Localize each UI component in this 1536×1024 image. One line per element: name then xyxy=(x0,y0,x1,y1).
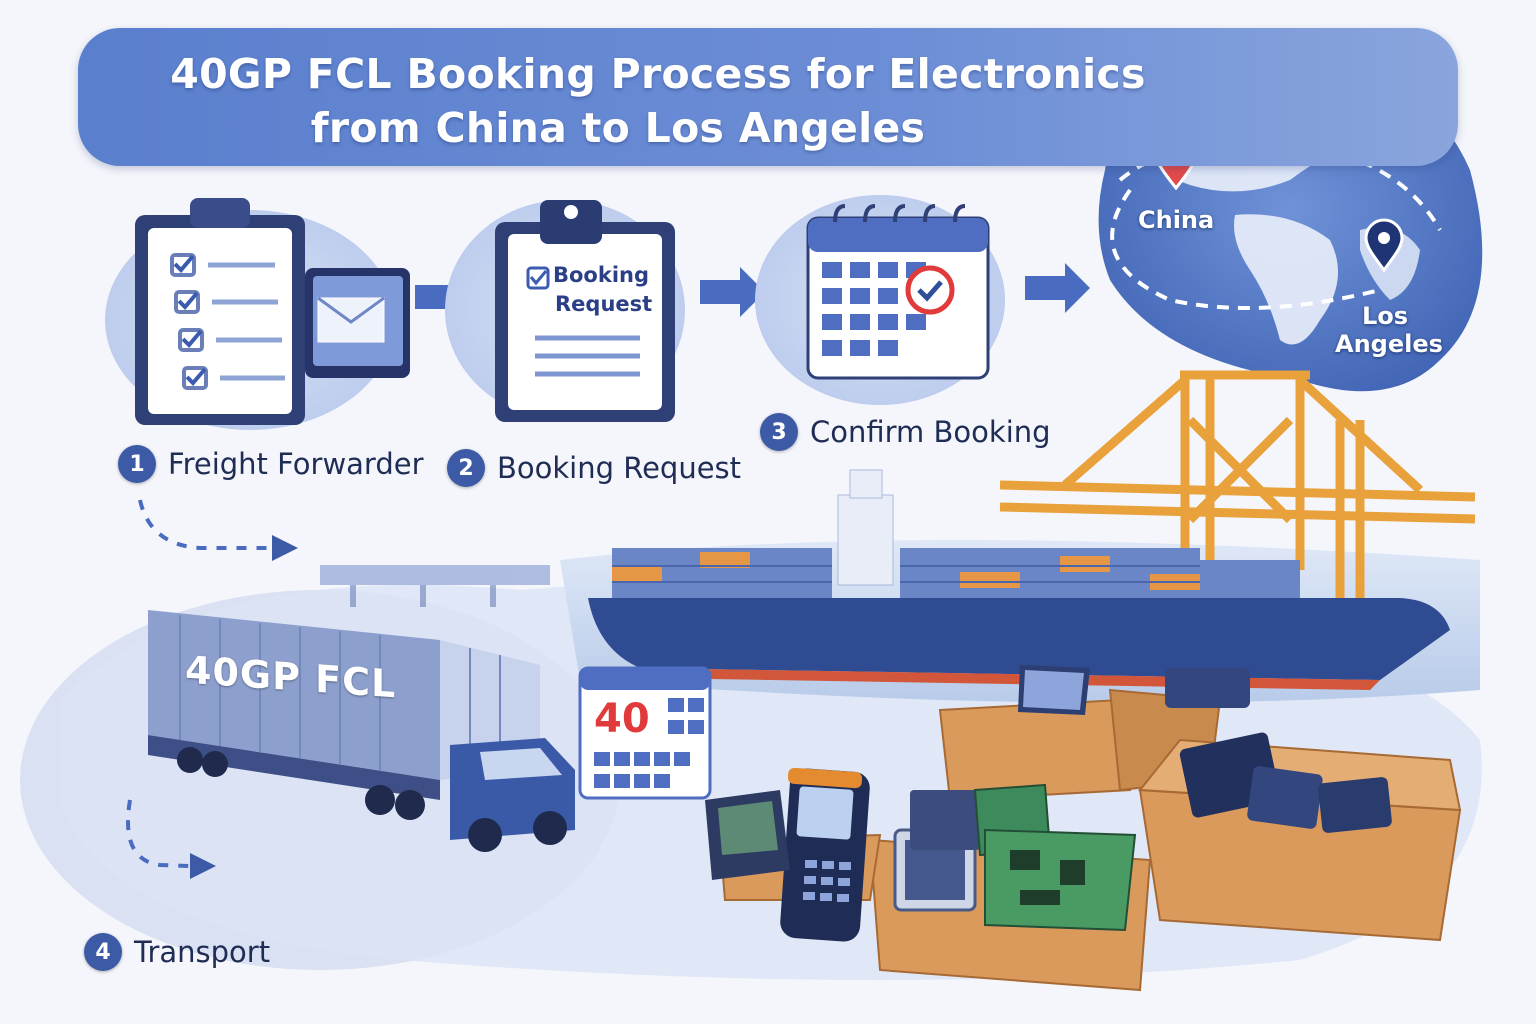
step-label-text: Confirm Booking xyxy=(810,415,1051,449)
step-transport: 4 Transport xyxy=(84,933,270,971)
booking-doc-line-2: Request xyxy=(555,292,653,316)
step-number-badge: 4 xyxy=(84,933,122,971)
title-banner: 40GP FCL Booking Process for Electronics… xyxy=(78,28,1458,166)
booking-doc-line-1: Booking xyxy=(553,263,650,287)
container-truck xyxy=(148,610,575,852)
envelope-monitor-icon xyxy=(305,268,410,378)
map-label-origin: China xyxy=(1138,206,1215,234)
los-angeles-pin-icon xyxy=(1364,218,1404,273)
small-calendar-icon xyxy=(578,666,712,800)
port-crane xyxy=(999,370,1476,600)
step-label-text: Booking Request xyxy=(497,451,742,485)
step-freight-forwarder: 1 Freight Forwarder xyxy=(118,445,424,483)
calendar-number: 40 xyxy=(594,696,650,742)
step-number-badge: 1 xyxy=(118,445,156,483)
step-label-text: Transport xyxy=(134,935,271,969)
dashed-flow-left xyxy=(126,499,298,879)
step-number-badge: 3 xyxy=(760,413,798,451)
electronics-boxes xyxy=(705,665,1462,992)
container-ship xyxy=(588,469,1450,690)
pier xyxy=(320,565,550,607)
step-label-text: Freight Forwarder xyxy=(168,447,424,481)
title-line-1: 40GP FCL Booking Process for Electronics xyxy=(170,50,1146,98)
calendar-check-icon xyxy=(755,195,1005,405)
port-vehicle xyxy=(1165,668,1250,708)
map-label-destination: Los Angeles xyxy=(1335,302,1443,358)
step-number-badge: 2 xyxy=(447,449,485,487)
booking-clipboard-icon xyxy=(445,200,685,422)
step-booking-request: 2 Booking Request xyxy=(447,449,741,487)
step-confirm-booking: 3 Confirm Booking xyxy=(760,413,1051,451)
title-line-2: from China to Los Angeles xyxy=(310,104,926,152)
